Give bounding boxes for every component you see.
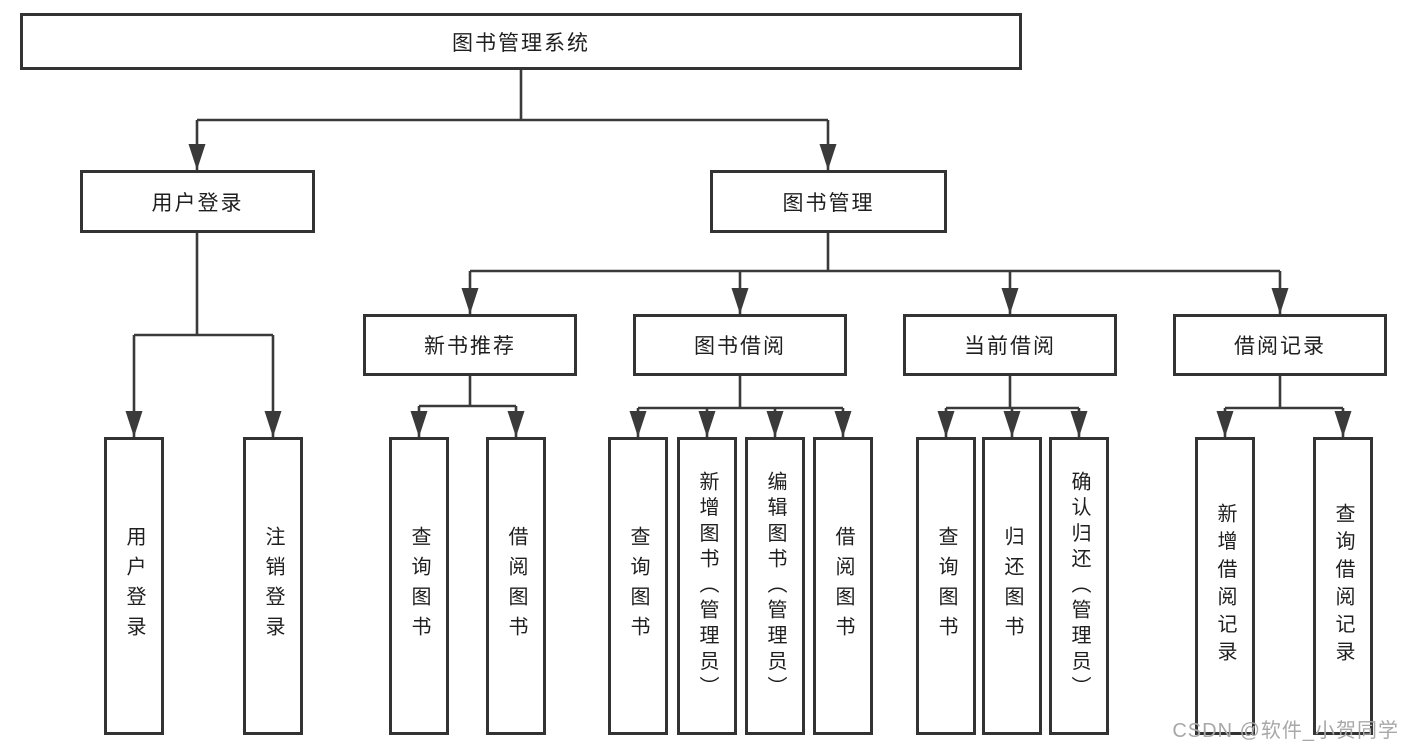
leaf-current-confirm-return-admin-label: 确认归还（管理员） xyxy=(1068,470,1090,702)
leaf-logout-label: 注销登录 xyxy=(262,526,284,646)
node-book-management-label: 图书管理 xyxy=(782,191,875,215)
leaf-logout: 注销登录 xyxy=(243,437,303,735)
csdn-watermark: CSDN @软件_小贺同学 xyxy=(1172,720,1399,742)
leaf-user-login: 用户登录 xyxy=(104,437,164,735)
node-book-management: 图书管理 xyxy=(710,170,947,233)
leaf-records-add-record-label: 新增借阅记录 xyxy=(1214,503,1236,669)
leaf-borrow-query-books-label: 查询图书 xyxy=(627,526,649,646)
node-user-login: 用户登录 xyxy=(80,170,315,233)
leaf-current-query-books-label: 查询图书 xyxy=(935,526,957,646)
leaf-borrow-add-books-admin: 新增图书（管理员） xyxy=(677,437,737,735)
leaf-borrow-add-books-admin-label: 新增图书（管理员） xyxy=(696,470,718,702)
leaf-borrow-query-books: 查询图书 xyxy=(608,437,668,735)
node-user-login-label: 用户登录 xyxy=(151,191,244,215)
node-root-system: 图书管理系统 xyxy=(20,13,1022,70)
node-new-book-recommend-label: 新书推荐 xyxy=(424,335,516,358)
node-book-borrow-label: 图书借阅 xyxy=(694,335,786,358)
leaf-records-query-record: 查询借阅记录 xyxy=(1313,437,1373,735)
leaf-records-query-record-label: 查询借阅记录 xyxy=(1332,503,1354,669)
leaf-borrow-edit-books-admin-label: 编辑图书（管理员） xyxy=(764,470,786,702)
leaf-current-query-books: 查询图书 xyxy=(916,437,976,735)
leaf-current-return-books: 归还图书 xyxy=(982,437,1042,735)
node-current-borrow-label: 当前借阅 xyxy=(964,335,1056,358)
leaf-recommend-query-books-label: 查询图书 xyxy=(408,526,430,646)
leaf-recommend-borrow-books-label: 借阅图书 xyxy=(505,526,527,646)
node-borrow-records-label: 借阅记录 xyxy=(1234,335,1326,358)
node-borrow-records: 借阅记录 xyxy=(1173,314,1387,376)
leaf-borrow-edit-books-admin: 编辑图书（管理员） xyxy=(745,437,805,735)
leaf-current-return-books-label: 归还图书 xyxy=(1001,526,1023,646)
node-current-borrow: 当前借阅 xyxy=(903,314,1117,376)
leaf-recommend-query-books: 查询图书 xyxy=(389,437,449,735)
leaf-borrow-borrow-books-label: 借阅图书 xyxy=(832,526,854,646)
leaf-current-confirm-return-admin: 确认归还（管理员） xyxy=(1049,437,1109,735)
node-root-label: 图书管理系统 xyxy=(452,31,590,55)
leaf-borrow-borrow-books: 借阅图书 xyxy=(813,437,873,735)
node-new-book-recommend: 新书推荐 xyxy=(363,314,577,376)
leaf-records-add-record: 新增借阅记录 xyxy=(1195,437,1255,735)
leaf-recommend-borrow-books: 借阅图书 xyxy=(486,437,546,735)
node-book-borrow: 图书借阅 xyxy=(633,314,847,376)
leaf-user-login-label: 用户登录 xyxy=(123,526,145,646)
